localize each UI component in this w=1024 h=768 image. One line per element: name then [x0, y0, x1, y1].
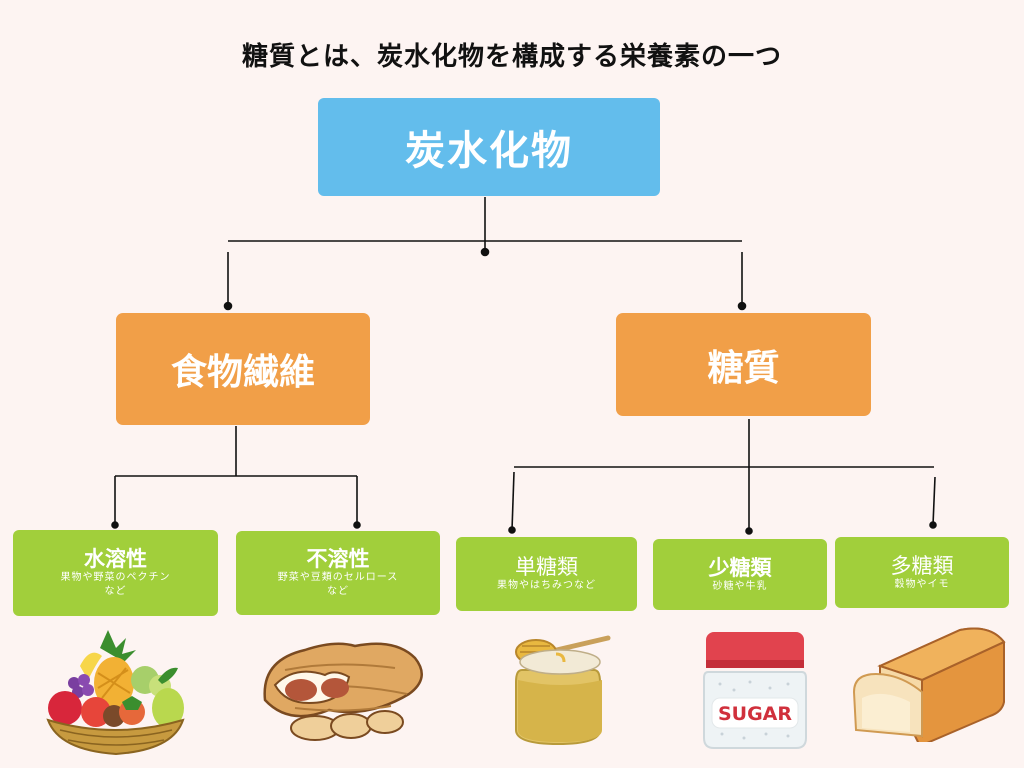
sugar-label: SUGAR — [718, 703, 792, 725]
node-polysaccharide: 多糖類 穀物やイモ — [835, 537, 1009, 608]
node-label: 少糖類 — [708, 555, 772, 580]
node-example-suffix: など — [104, 586, 127, 597]
node-dietary-fiber: 食物繊維 — [116, 313, 370, 425]
fruit-basket-icon — [46, 630, 185, 756]
node-example: 果物や野菜のペクチン — [60, 572, 171, 583]
node-monosaccharide: 単糖類 果物やはちみつなど — [456, 537, 637, 611]
bread-icon — [852, 627, 1006, 742]
node-label: 多糖類 — [890, 553, 954, 578]
node-label: 糖質 — [707, 347, 780, 389]
sugar-jar-icon: SUGAR — [703, 632, 807, 749]
node-soluble: 水溶性 果物や野菜のペクチン など — [13, 530, 218, 616]
honey-jar-icon — [515, 635, 611, 746]
node-label: 食物繊維 — [170, 352, 315, 393]
diagram-title: 糖質とは、炭水化物を構成する栄養素の一つ — [241, 42, 782, 72]
node-label: 水溶性 — [84, 547, 147, 571]
node-example: 穀物やイモ — [894, 578, 950, 590]
node-label: 炭水化物 — [405, 128, 573, 174]
node-carbohydrate: 炭水化物 — [318, 98, 660, 196]
node-example: 砂糖や牛乳 — [712, 580, 768, 592]
node-example: 野菜や豆類のセルロース — [277, 572, 399, 583]
peanuts-icon — [263, 642, 423, 741]
node-oligosaccharide: 少糖類 砂糖や牛乳 — [653, 539, 827, 610]
node-insoluble: 不溶性 野菜や豆類のセルロース など — [236, 531, 440, 615]
node-example: 果物やはちみつなど — [497, 580, 596, 591]
node-label: 不溶性 — [306, 547, 370, 571]
node-label: 単糖類 — [515, 555, 578, 579]
node-example-suffix: など — [327, 586, 349, 597]
node-sugar: 糖質 — [616, 313, 871, 416]
